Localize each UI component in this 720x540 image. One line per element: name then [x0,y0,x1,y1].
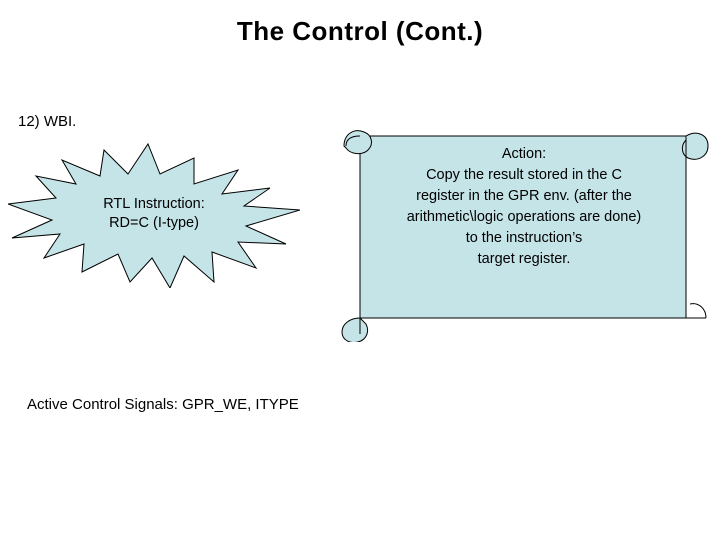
scroll-shape: Action: Copy the result stored in the C … [338,122,710,342]
list-item-wbi: 12) WBI. [18,113,77,130]
starburst-icon [8,142,300,288]
starburst-shape: RTL Instruction: RD=C (I-type) [8,140,300,288]
page-title: The Control (Cont.) [236,16,484,46]
active-control-signals-label: Active Control Signals: GPR_WE, ITYPE [27,396,299,413]
scroll-icon [341,130,709,342]
